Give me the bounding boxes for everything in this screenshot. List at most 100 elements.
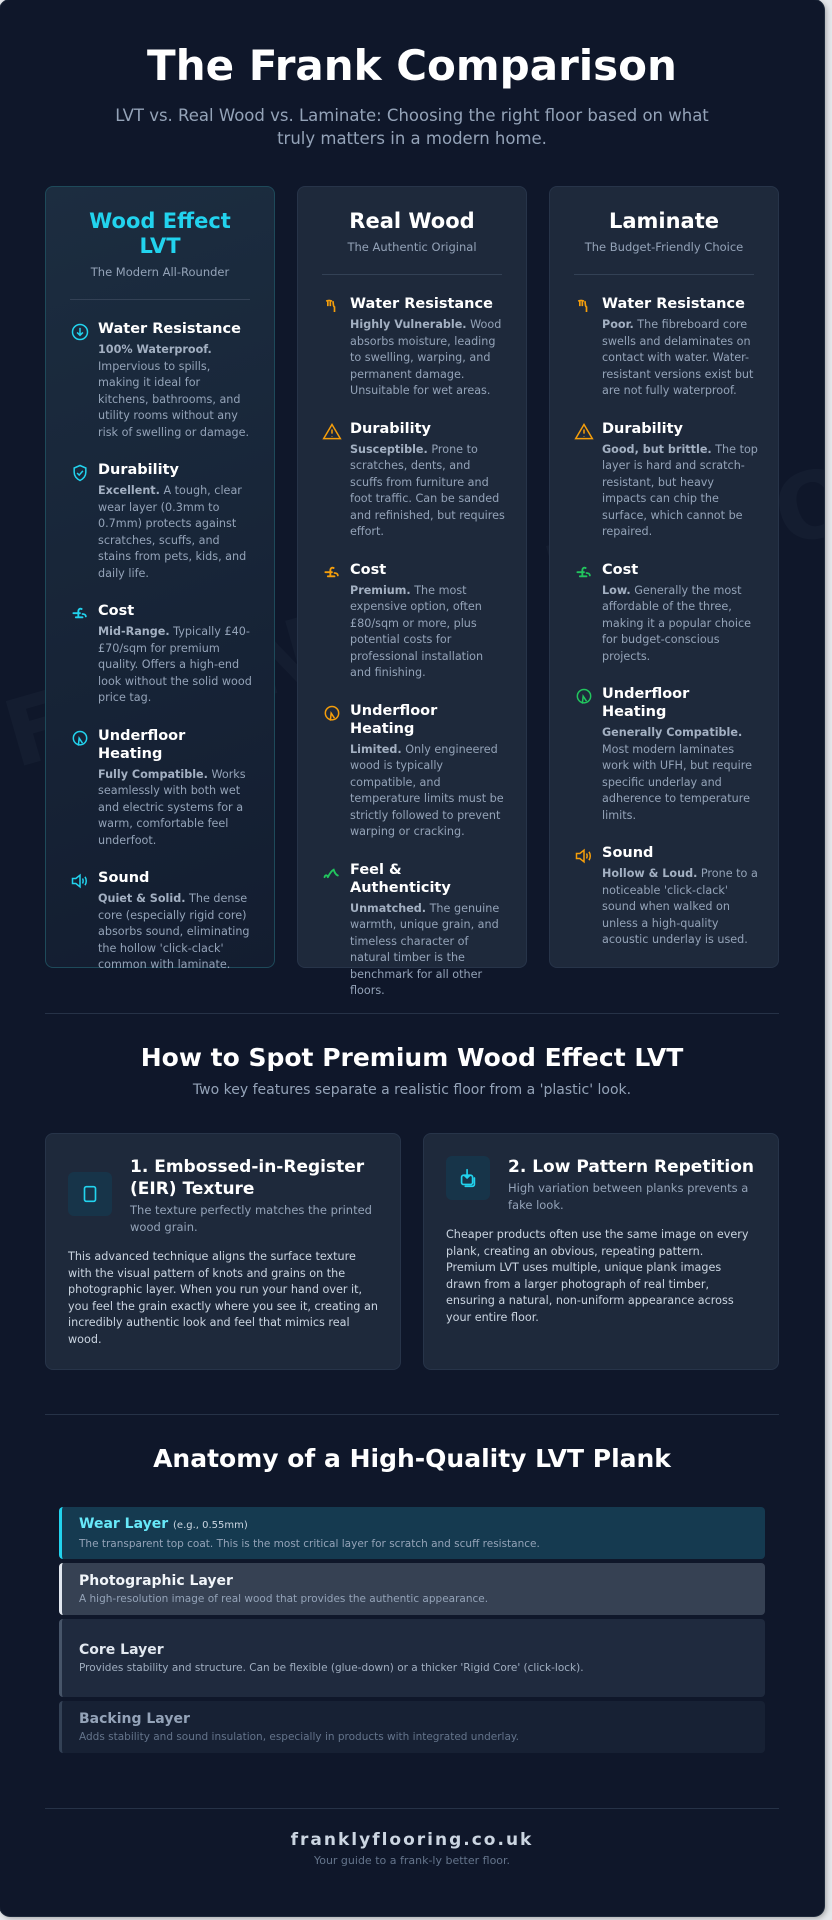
feature-title: Underfloor Heating — [350, 702, 438, 737]
column-subtitle: The Authentic Original — [347, 240, 477, 254]
layer-name: Wear Layer — [79, 1515, 169, 1532]
column-subtitle: The Modern All-Rounder — [90, 265, 230, 279]
column-subtitle: The Budget-Friendly Choice — [584, 240, 744, 254]
tip-subtitle: High variation between planks prevents a… — [508, 1181, 749, 1212]
shield-check-icon — [66, 461, 98, 582]
feature-title: Underfloor Heating — [602, 686, 690, 720]
tip-card-pattern: 2. Low Pattern Repetition High variation… — [423, 1133, 779, 1370]
feature-text: Excellent. A tough, clear wear layer (0.… — [98, 484, 247, 580]
layer-note: (e.g., 0.55mm) — [173, 1519, 248, 1531]
feature-text: Susceptible. Prone to scratches, dents, … — [350, 442, 505, 539]
heating-icon — [66, 727, 98, 850]
layers-download-icon — [446, 1156, 490, 1200]
water-damage-icon — [318, 295, 350, 400]
pound-cost-icon — [66, 602, 98, 707]
column-header: Wood Effect LVT The Modern All-Rounder — [70, 209, 250, 300]
feature-title: Water Resistance — [350, 296, 493, 312]
feature-text: Mid-Range. Typically £40-£70/sqm for pre… — [98, 625, 252, 704]
tip-card-eir: 1. Embossed-in-Register (EIR) Texture Th… — [45, 1133, 401, 1370]
feature-text: Premium. The most expensive option, ofte… — [350, 583, 484, 680]
feature-water-resistance: Water Resistance 100% Waterproof. Impervi… — [66, 320, 254, 441]
texture-tile-icon — [68, 1172, 112, 1216]
anatomy-section-title: Anatomy of a High-Quality LVT Plank — [153, 1444, 671, 1473]
hero-header: The Frank Comparison LVT vs. Real Wood v… — [0, 0, 824, 150]
footer-site-link[interactable]: franklyflooring.co.uk — [290, 1830, 534, 1850]
feature-title: Underfloor Heating — [98, 727, 186, 762]
layer-wear: Wear Layer (e.g., 0.55mm) The transparen… — [59, 1507, 765, 1559]
feature-title: Durability — [350, 420, 431, 437]
feature-text: Highly Vulnerable. Wood absorbs moisture… — [350, 318, 502, 397]
feature-text: Poor. The fibreboard core swells and del… — [602, 318, 754, 397]
hand-feel-icon — [318, 861, 350, 1000]
column-laminate: Laminate The Budget-Friendly Choice Wate… — [549, 186, 779, 968]
water-drop-icon — [66, 320, 98, 441]
layer-name: Core Layer — [79, 1641, 164, 1658]
warning-icon — [570, 420, 602, 541]
feature-text: Quiet & Solid. The dense core (especiall… — [98, 892, 250, 971]
feature-text: Unmatched. The genuine warmth, unique gr… — [350, 901, 500, 998]
page-subtitle: LVT vs. Real Wood vs. Laminate: Choosing… — [115, 106, 709, 148]
tip-subtitle: The texture perfectly matches the printe… — [130, 1203, 372, 1234]
column-title: Laminate — [608, 209, 720, 233]
column-lvt: Wood Effect LVT The Modern All-Rounder W… — [45, 186, 275, 971]
premium-section-subtitle: Two key features separate a realistic fl… — [192, 1082, 632, 1098]
section-divider — [45, 1414, 779, 1415]
warning-icon — [318, 420, 350, 541]
feature-text: Limited. Only engineered wood is typical… — [350, 742, 504, 839]
footer-divider — [45, 1808, 779, 1809]
feature-text: Generally Compatible. Most modern lamina… — [602, 726, 752, 822]
feature-title: Cost — [350, 561, 387, 578]
premium-tips: 1. Embossed-in-Register (EIR) Texture Th… — [45, 1133, 779, 1370]
layer-core: Core Layer Provides stability and struct… — [59, 1619, 765, 1697]
tip-title: 1. Embossed-in-Register (EIR) Texture — [130, 1157, 365, 1199]
heating-icon — [318, 702, 350, 841]
speaker-icon — [66, 869, 98, 974]
feature-text: Hollow & Loud. Prone to a noticeable 'cl… — [602, 867, 758, 946]
column-real-wood: Real Wood The Authentic Original Water R… — [297, 186, 527, 997]
feature-title: Feel & Authenticity — [350, 861, 451, 896]
feature-title: Water Resistance — [98, 321, 241, 337]
pound-cost-icon — [570, 561, 602, 666]
layer-backing: Backing Layer Adds stability and sound i… — [59, 1701, 765, 1753]
feature-text: Good, but brittle. The top layer is hard… — [602, 442, 758, 539]
feature-title: Durability — [98, 462, 179, 478]
tip-title: 2. Low Pattern Repetition — [508, 1157, 755, 1177]
layer-description: The transparent top coat. This is the mo… — [79, 1537, 540, 1550]
feature-title: Sound — [602, 845, 654, 861]
footer: franklyflooring.co.uk Your guide to a fr… — [0, 1830, 824, 1867]
comparison-grid: Wood Effect LVT The Modern All-Rounder W… — [45, 186, 779, 997]
column-header: Laminate The Budget-Friendly Choice — [574, 209, 754, 275]
column-header: Real Wood The Authentic Original — [322, 209, 502, 275]
feature-text: Low. Generally the most affordable of th… — [602, 583, 752, 663]
feature-title: Durability — [602, 420, 683, 437]
heating-icon — [570, 685, 602, 824]
layer-description: Adds stability and sound insulation, esp… — [79, 1730, 519, 1743]
plank-layers: Wear Layer (e.g., 0.55mm) The transparen… — [59, 1507, 765, 1757]
page-title: The Frank Comparison — [147, 41, 677, 90]
column-title: Real Wood — [349, 209, 475, 233]
pound-cost-icon — [318, 561, 350, 682]
water-damage-icon — [570, 295, 602, 400]
layer-name: Backing Layer — [79, 1710, 190, 1727]
layer-photographic: Photographic Layer A high-resolution ima… — [59, 1563, 765, 1615]
feature-title: Water Resistance — [602, 296, 745, 312]
tip-text: Cheaper products often use the same imag… — [446, 1228, 749, 1324]
premium-section-title: How to Spot Premium Wood Effect LVT — [140, 1043, 684, 1072]
layer-description: A high-resolution image of real wood tha… — [79, 1592, 489, 1605]
layer-description: Provides stability and structure. Can be… — [79, 1661, 584, 1674]
speaker-icon — [570, 844, 602, 949]
column-title: Wood Effect LVT — [89, 209, 231, 258]
feature-text: 100% Waterproof. Impervious to spills, m… — [98, 343, 250, 439]
section-divider — [45, 1013, 779, 1014]
